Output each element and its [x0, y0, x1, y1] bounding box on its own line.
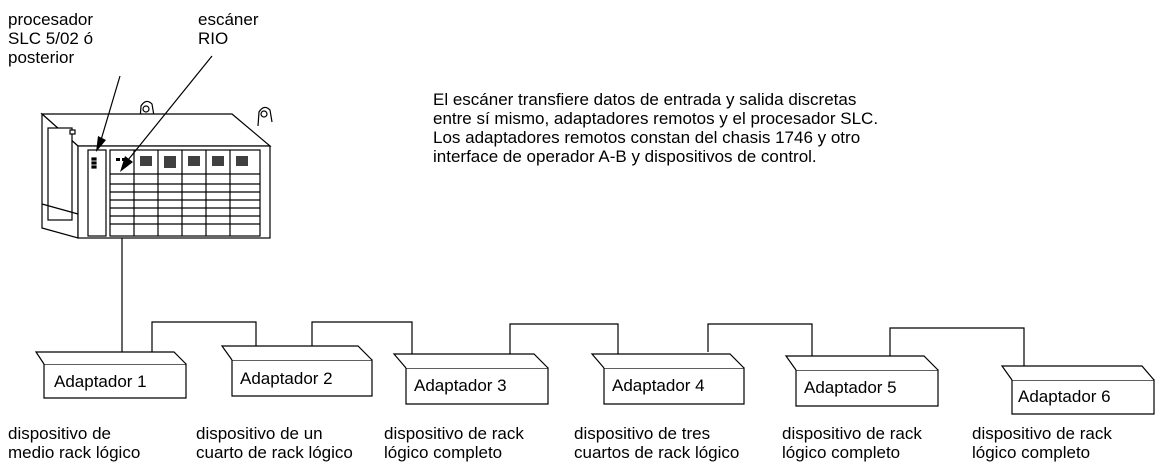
adapter-6-device: dispositivo de rack lógico completo	[972, 424, 1112, 462]
adapter-6: Adaptador 6	[1000, 365, 1155, 415]
adapter-3-label: Adaptador 3	[414, 376, 507, 395]
adapter-1-device: dispositivo de medio rack lógico	[8, 424, 141, 462]
adapter-5-label: Adaptador 5	[804, 378, 897, 397]
adapter-1: Adaptador 1	[34, 351, 187, 399]
adapter-2-device: dispositivo de un cuarto de rack lógico	[196, 424, 353, 462]
adapter-5-device: dispositivo de rack lógico completo	[782, 424, 922, 462]
adapter-4: Adaptador 4	[590, 353, 745, 405]
adapter-3: Adaptador 3	[392, 353, 549, 405]
processor-pointer-arrow	[96, 75, 121, 152]
adapter-6-label: Adaptador 6	[1018, 387, 1111, 406]
adapter-5: Adaptador 5	[784, 355, 939, 407]
slc-chassis	[40, 100, 273, 239]
adapter-3-device: dispositivo de rack lógico completo	[384, 424, 524, 462]
adapter-1-label: Adaptador 1	[54, 372, 147, 391]
adapter-2: Adaptador 2	[220, 345, 373, 397]
adapter-4-label: Adaptador 4	[612, 376, 705, 395]
processor-label: procesador SLC 5/02 ó posterior	[8, 10, 94, 67]
adapter-2-label: Adaptador 2	[240, 369, 333, 388]
scanner-label: escáner RIO	[198, 10, 259, 48]
scanner-pointer-arrow	[120, 55, 213, 172]
description-text: El escáner transfiere datos de entrada y…	[433, 90, 879, 166]
adapter-4-device: dispositivo de tres cuartos de rack lógi…	[574, 424, 740, 462]
